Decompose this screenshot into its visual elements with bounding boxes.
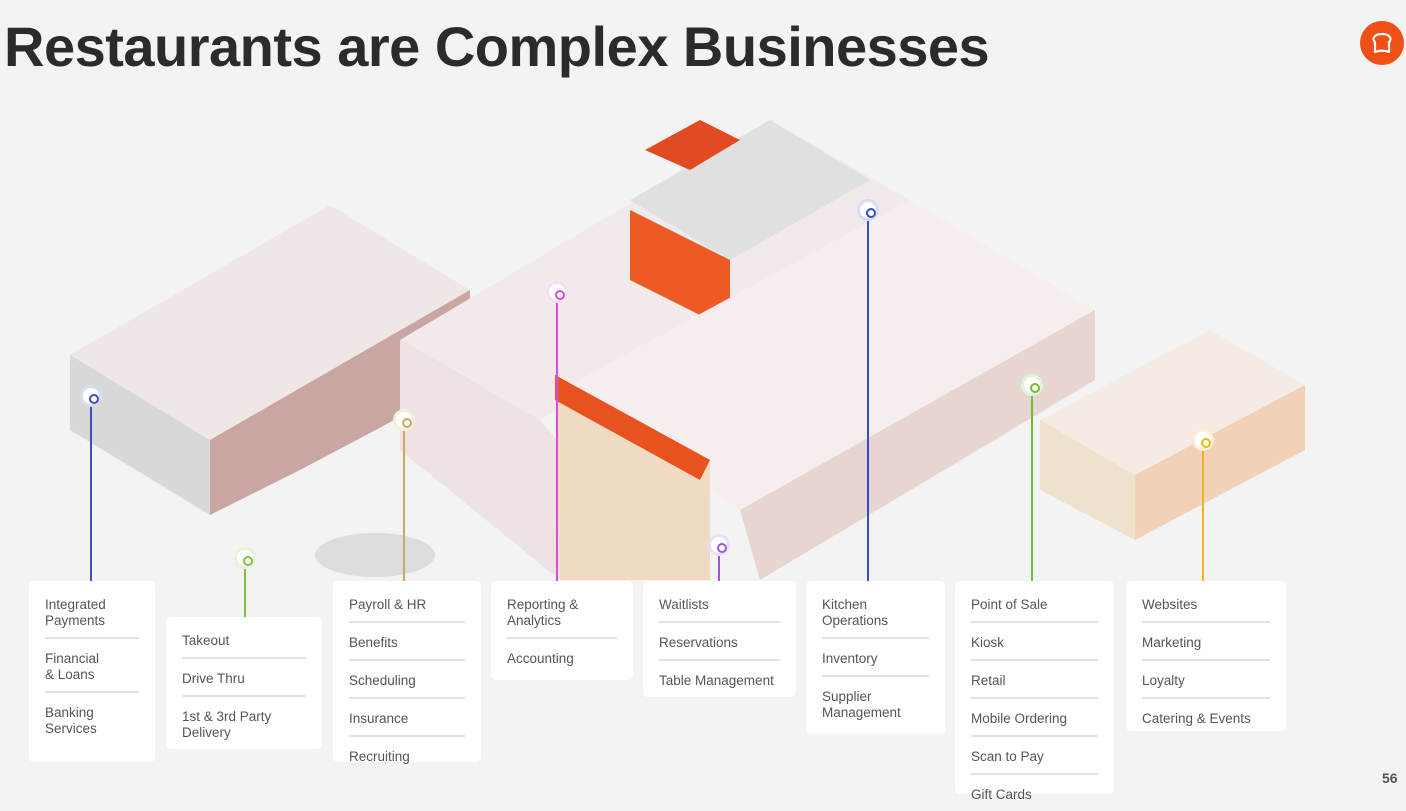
feature-item: Insurance — [349, 707, 465, 737]
connector-line — [90, 396, 92, 581]
feature-item: Retail — [971, 669, 1098, 699]
feature-item: Marketing — [1142, 631, 1270, 661]
feature-item: Reservations — [659, 631, 780, 661]
page-number: 56 — [1382, 770, 1398, 786]
feature-item: Loyalty — [1142, 669, 1270, 699]
feature-item: Kitchen Operations — [822, 593, 929, 639]
feature-item: Integrated Payments — [45, 593, 139, 639]
feature-item: Financial & Loans — [45, 647, 139, 693]
feature-item: Takeout — [182, 629, 306, 659]
toast-icon — [1372, 32, 1392, 54]
connector-line — [1202, 440, 1204, 581]
page-title: Restaurants are Complex Businesses — [4, 15, 990, 78]
feature-item: 1st & 3rd Party Delivery — [182, 709, 272, 740]
feature-item: Recruiting — [349, 749, 410, 764]
location-pin-icon — [1192, 429, 1214, 451]
feature-item: Scan to Pay — [971, 745, 1098, 775]
connector-line — [1031, 385, 1033, 581]
location-pin-icon — [546, 281, 568, 303]
feature-item: Accounting — [507, 651, 574, 666]
toast-logo — [1360, 21, 1404, 65]
feature-item: Drive Thru — [182, 667, 306, 697]
connector-line — [867, 210, 869, 581]
location-pin-icon — [80, 385, 102, 407]
feature-item: Point of Sale — [971, 593, 1098, 623]
feature-item: Mobile Ordering — [971, 707, 1098, 737]
feature-item: Table Management — [659, 673, 774, 688]
feature-item: Gift Cards — [971, 787, 1032, 802]
feature-item: Inventory — [822, 647, 929, 677]
feature-item: Scheduling — [349, 669, 465, 699]
feature-item: Waitlists — [659, 593, 780, 623]
location-pin-icon — [393, 409, 415, 431]
connector-line — [718, 545, 720, 581]
connector-line — [403, 420, 405, 581]
location-pin-icon — [708, 534, 730, 556]
feature-item: Reporting & Analytics — [507, 593, 617, 639]
location-pin-icon — [857, 199, 879, 221]
feature-item: Supplier Management — [822, 689, 901, 720]
feature-item: Kiosk — [971, 631, 1098, 661]
feature-item: Catering & Events — [1142, 711, 1251, 726]
feature-item: Benefits — [349, 631, 465, 661]
feature-item: Payroll & HR — [349, 593, 465, 623]
location-pin-icon — [234, 547, 256, 569]
location-pin-icon — [1021, 374, 1043, 396]
connector-line — [556, 292, 558, 581]
connector-line — [244, 558, 246, 617]
feature-item: Websites — [1142, 593, 1270, 623]
feature-item: Banking Services — [45, 705, 97, 736]
